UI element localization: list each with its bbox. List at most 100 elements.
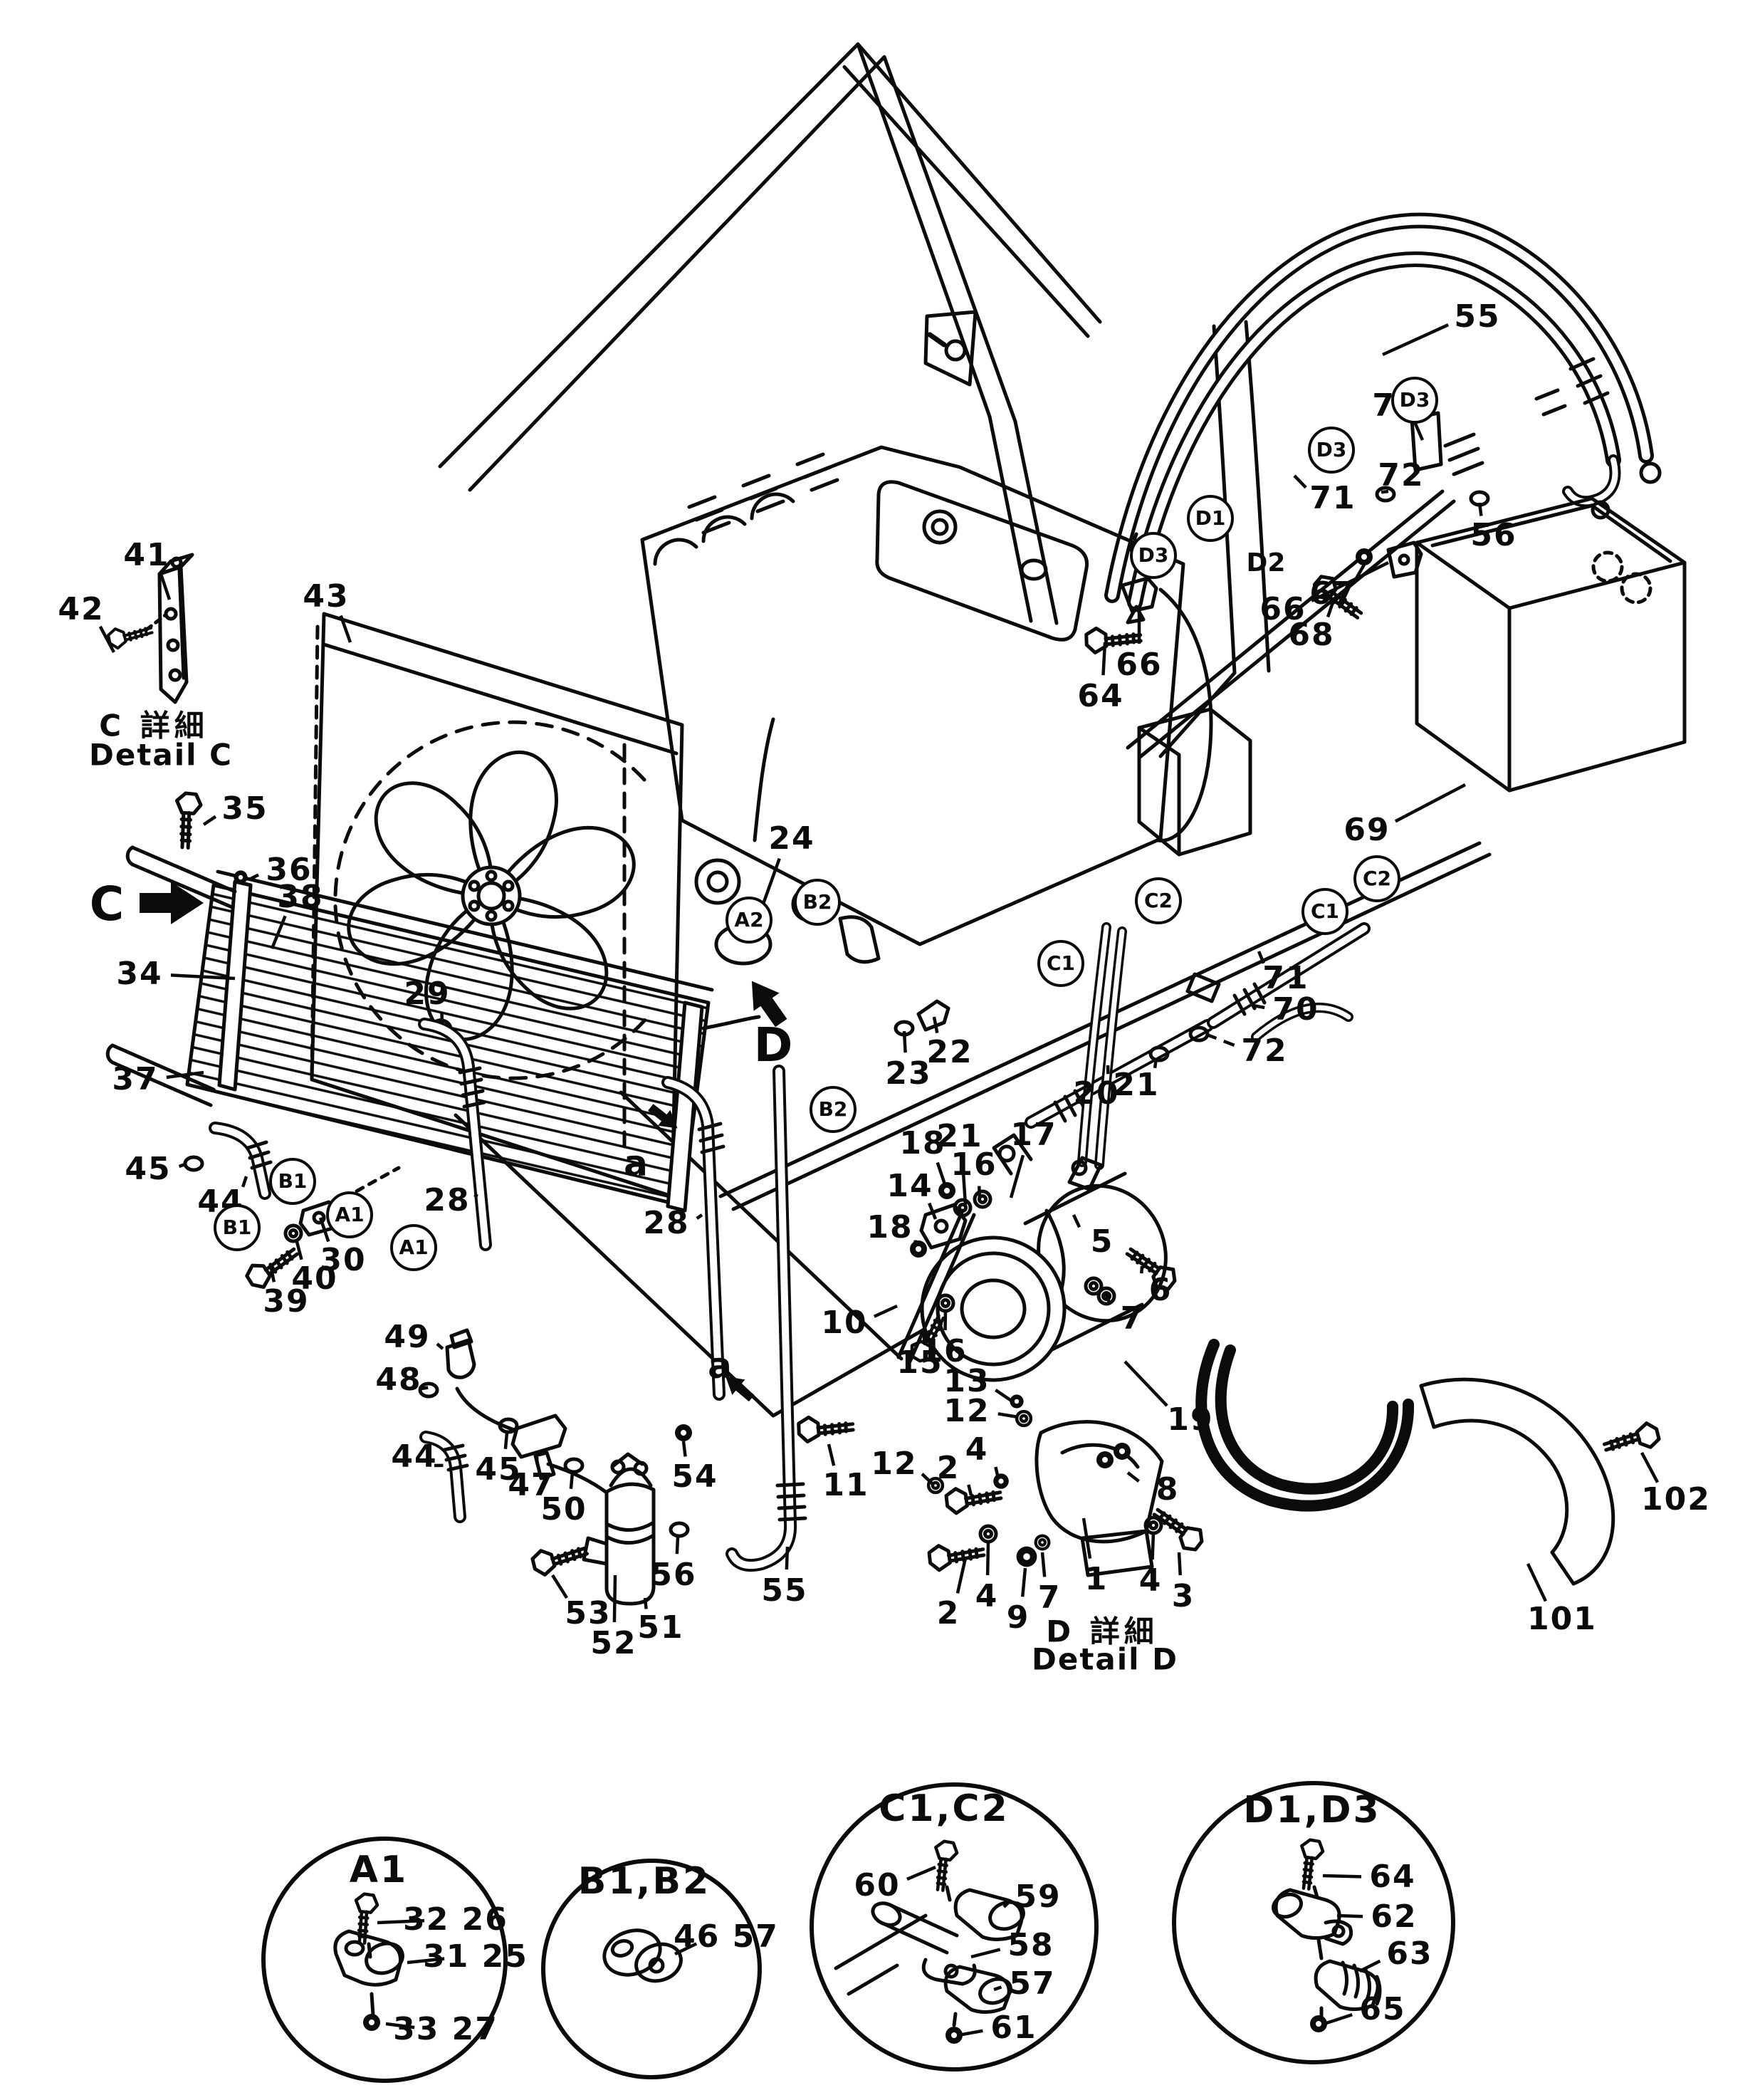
leader-line xyxy=(241,1176,248,1188)
leader-line xyxy=(1382,323,1450,357)
part-label-52: 52 xyxy=(590,1625,637,1661)
leader-line xyxy=(873,1304,898,1318)
part-label-6: 6 xyxy=(1148,1272,1173,1308)
part-label-101: 101 xyxy=(1527,1601,1597,1637)
leader-line xyxy=(643,1597,648,1609)
part-label-41: 41 xyxy=(123,537,170,573)
leader-line xyxy=(1081,1517,1092,1559)
compressor-5 xyxy=(896,922,1415,1512)
part-label-16: 16 xyxy=(921,1333,968,1369)
part-label-37: 37 xyxy=(112,1061,159,1097)
part-label-12: 12 xyxy=(871,1446,918,1482)
part-label-69: 69 xyxy=(1343,812,1390,848)
part-label-66: 66 xyxy=(1259,591,1306,627)
part-label-18: 18 xyxy=(866,1209,913,1245)
part-label-51: 51 xyxy=(637,1609,684,1646)
leader-line xyxy=(827,1443,836,1466)
leader-line xyxy=(1002,1901,1010,1908)
leader-line xyxy=(1640,1451,1660,1483)
leader-line xyxy=(1252,1003,1265,1010)
detail-c-label-jp: C 詳細 xyxy=(99,708,209,743)
callout-C1: C1 xyxy=(1301,888,1348,935)
leader-line xyxy=(1477,502,1483,516)
callout-C2: C2 xyxy=(1353,855,1400,902)
part-label-16: 16 xyxy=(950,1146,997,1183)
leader-line xyxy=(159,573,172,600)
part-label-21: 21 xyxy=(1113,1067,1160,1103)
leader-line xyxy=(170,973,236,981)
part-label-14: 14 xyxy=(886,1168,933,1204)
leader-line xyxy=(1072,1214,1081,1228)
leader-line xyxy=(977,1186,982,1200)
part-label-7: 7 xyxy=(1120,1300,1144,1337)
part-label-38: 38 xyxy=(277,879,324,915)
detail-part-label-65: 65 xyxy=(1359,1991,1406,2027)
leader-line xyxy=(932,1016,939,1033)
leader-line xyxy=(902,1030,907,1053)
drier-51 xyxy=(528,1452,656,1606)
leader-line xyxy=(503,1432,509,1449)
leader-line xyxy=(967,1484,973,1496)
leader-line xyxy=(1526,1563,1547,1602)
detail-circle-d1d3 xyxy=(1172,1781,1455,2064)
engine xyxy=(640,445,1213,966)
part-label-54: 54 xyxy=(671,1458,718,1495)
leader-line xyxy=(385,2022,415,2030)
leader-line xyxy=(202,815,217,826)
leader-line xyxy=(1394,783,1467,823)
detail-part-label-58: 58 xyxy=(1007,1927,1054,1963)
leader-line xyxy=(1153,1057,1158,1069)
part-label-19: 19 xyxy=(1167,1401,1214,1438)
part-label-a: a xyxy=(624,1143,649,1184)
leader-line xyxy=(928,1202,938,1220)
part-label-28: 28 xyxy=(424,1182,471,1218)
leader-line xyxy=(98,625,115,654)
leader-line xyxy=(1020,1567,1027,1597)
part-label-36: 36 xyxy=(266,852,313,888)
leader-line xyxy=(377,1918,425,1925)
leader-line xyxy=(569,1472,575,1489)
part-label-28: 28 xyxy=(643,1205,690,1241)
callout-D3: D3 xyxy=(1308,427,1355,474)
part-label-39: 39 xyxy=(263,1283,310,1320)
callout-A2: A2 xyxy=(726,897,772,944)
leader-line xyxy=(473,1193,478,1198)
leader-line xyxy=(970,1948,1001,1959)
leader-line xyxy=(1257,951,1265,964)
leader-line xyxy=(1040,1552,1047,1577)
callout-B2: B2 xyxy=(810,1086,857,1133)
part-label-D: D xyxy=(753,1018,793,1072)
leader-line xyxy=(1177,1552,1183,1576)
part-label-50: 50 xyxy=(540,1491,587,1527)
detail-title-C1C2: C1,C2 xyxy=(879,1787,1010,1830)
part-label-1: 1 xyxy=(1084,1561,1109,1597)
part-label-66: 66 xyxy=(1116,647,1163,683)
part-label-11: 11 xyxy=(822,1467,869,1503)
part-label-4: 4 xyxy=(1138,1562,1163,1599)
detail-d-label-en: Detail D xyxy=(1031,1641,1179,1677)
detail-part-label-31-25: 31 25 xyxy=(423,1938,528,1975)
part-label-53: 53 xyxy=(565,1595,612,1631)
detail-title-B1B2: B1,B2 xyxy=(577,1860,711,1903)
part-label-2: 2 xyxy=(936,1595,960,1631)
pipes-and-hoses xyxy=(185,1018,807,1572)
fan xyxy=(347,751,636,1041)
part-label-7: 7 xyxy=(1037,1579,1062,1616)
detail-part-label-32-26: 32 26 xyxy=(403,1901,508,1938)
detail-d-label-jp: D 詳細 xyxy=(1046,1614,1158,1649)
hoses-20-71 xyxy=(896,922,1371,1129)
leader-line xyxy=(674,1942,698,1956)
callout-C2: C2 xyxy=(1135,877,1182,924)
callout-D3: D3 xyxy=(1391,377,1438,424)
cover-101 xyxy=(1419,1377,1663,1586)
detail-part-label-60: 60 xyxy=(854,1867,901,1903)
leader-line xyxy=(994,1466,1000,1479)
detail-title-D1D3: D1,D3 xyxy=(1243,1789,1381,1832)
leader-line xyxy=(958,2029,983,2037)
detail-part-label-59: 59 xyxy=(1015,1879,1062,1915)
part-label-4: 4 xyxy=(965,1431,989,1468)
leader-line xyxy=(906,1865,936,1881)
detail-part-label-46-57: 46 57 xyxy=(674,1918,779,1955)
leader-line xyxy=(1101,642,1107,676)
leader-line xyxy=(440,1013,444,1023)
